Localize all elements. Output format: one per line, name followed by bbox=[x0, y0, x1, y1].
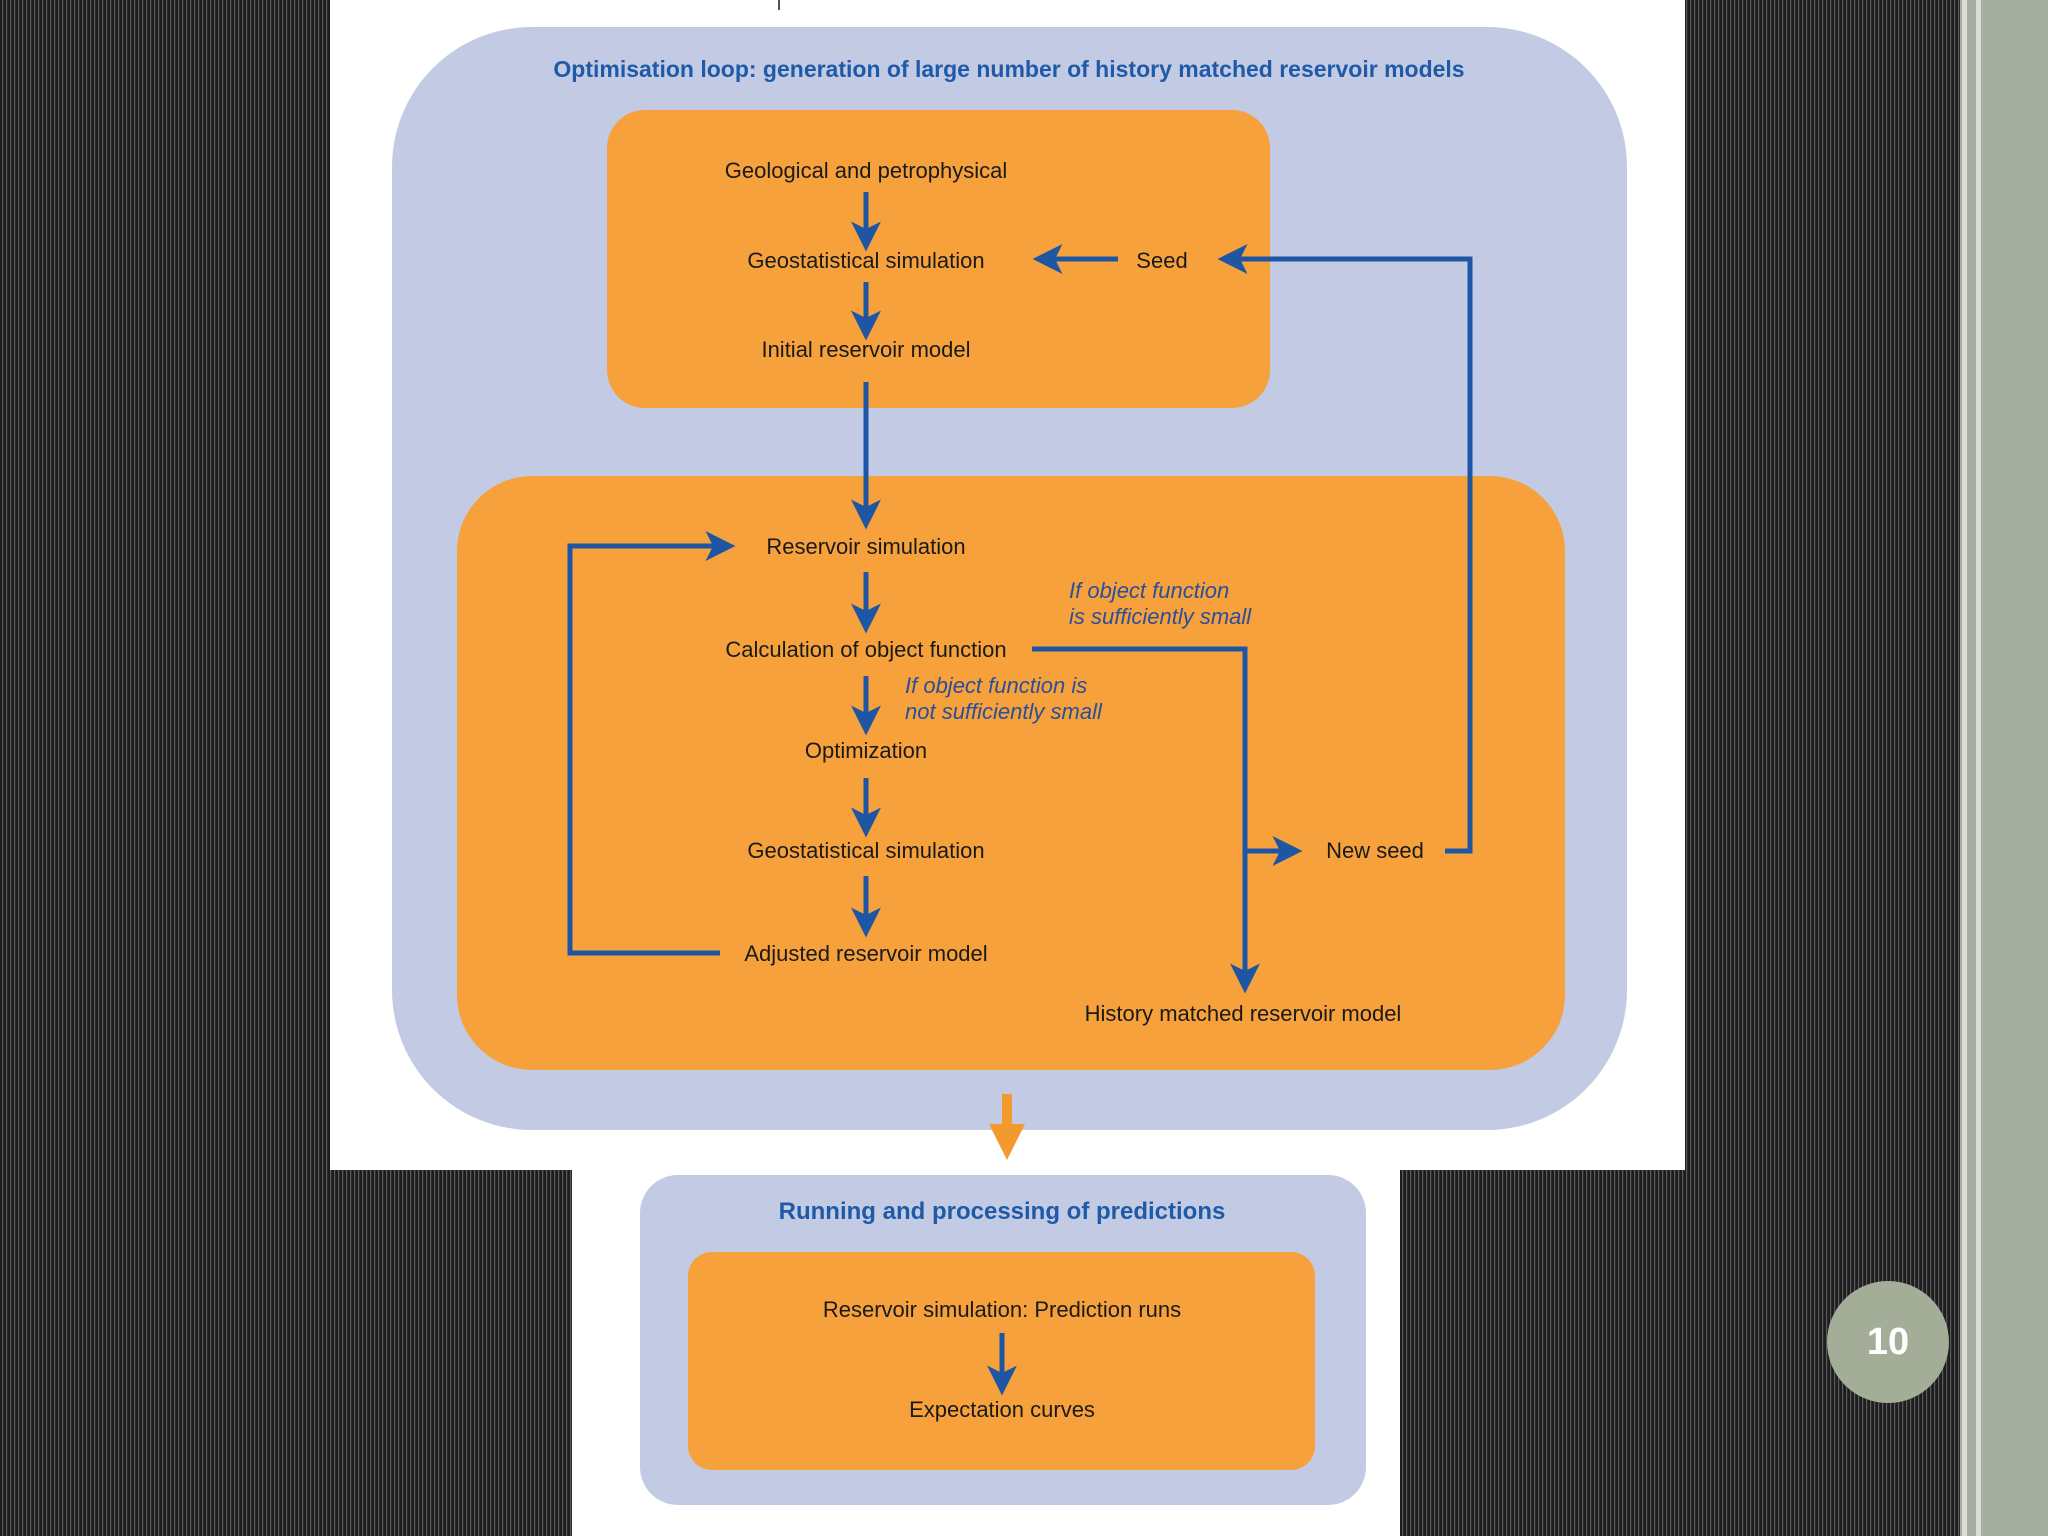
prediction-runs-label: Reservoir simulation: Prediction runs bbox=[823, 1297, 1181, 1322]
arrow-new-seed-to-seed bbox=[1217, 244, 1473, 854]
note-line: not sufficiently small bbox=[905, 699, 1103, 724]
reservoir-simulation-label: Reservoir simulation bbox=[766, 534, 965, 559]
expectation-curves-label: Expectation curves bbox=[909, 1397, 1095, 1422]
band-stripe bbox=[1962, 0, 1967, 1536]
optimization-label: Optimization bbox=[805, 738, 927, 763]
slide-right-band bbox=[1960, 0, 2048, 1536]
adjusted-reservoir-model-label: Adjusted reservoir model bbox=[744, 941, 987, 966]
transfer-arrow-head bbox=[989, 1124, 1025, 1160]
band-stripe bbox=[1976, 0, 1981, 1536]
predictions-panel: Running and processing of predictions Re… bbox=[640, 1175, 1366, 1505]
predictions-title: Running and processing of predictions bbox=[779, 1198, 1226, 1225]
optimisation-loop-panel: Optimisation loop: generation of large n… bbox=[392, 27, 1627, 1130]
slide-number-badge: 10 bbox=[1827, 1281, 1949, 1403]
object-function-label: Calculation of object function bbox=[725, 637, 1006, 662]
initial-reservoir-model-label: Initial reservoir model bbox=[761, 337, 970, 362]
geological-petrophysical-label: Geological and petrophysical bbox=[725, 158, 1008, 183]
geostatistical-simulation-label: Geostatistical simulation bbox=[747, 248, 984, 273]
note-line: If object function is bbox=[905, 673, 1087, 698]
note-line: is sufficiently small bbox=[1069, 604, 1252, 629]
transfer-arrow-shaft bbox=[1002, 1094, 1012, 1130]
arrow-adjusted-loop-back bbox=[567, 531, 736, 956]
transfer-arrow bbox=[989, 1094, 1025, 1160]
arrow-object-fn-to-history-matched bbox=[1032, 646, 1260, 994]
geostatistical-simulation-2-label: Geostatistical simulation bbox=[747, 838, 984, 863]
history-matched-model-label: History matched reservoir model bbox=[1085, 1001, 1402, 1026]
seed-label: Seed bbox=[1136, 248, 1187, 273]
note-line: If object function bbox=[1069, 578, 1229, 603]
optimisation-loop-title: Optimisation loop: generation of large n… bbox=[553, 56, 1464, 82]
initial-model-box bbox=[607, 110, 1270, 408]
new-seed-label: New seed bbox=[1326, 838, 1424, 863]
history-matching-box bbox=[457, 476, 1565, 1070]
